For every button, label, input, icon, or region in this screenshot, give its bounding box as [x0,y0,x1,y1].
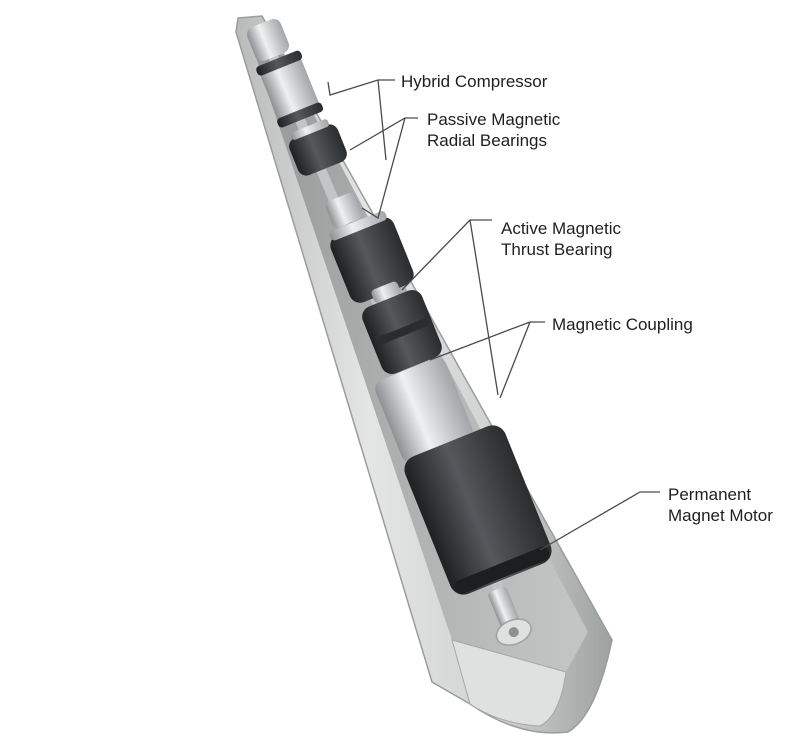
passive-bearing-upper [289,119,347,176]
label-permanent-magnet-motor: Permanent Magnet Motor [668,484,773,526]
leader-thrust-bearing-branch [469,219,499,396]
leader-thrust-bearing [401,219,492,291]
label-passive-bearings-line2: Radial Bearings [427,131,548,150]
label-motor-line1: Permanent [668,485,752,504]
silver-housing-section [375,357,473,463]
label-magnetic-coupling: Magnetic Coupling [552,314,693,335]
label-passive-bearings-line1: Passive Magnetic [427,110,561,129]
passive-bearing-lower [325,192,363,228]
label-hybrid-compressor-line1: Hybrid Compressor [401,72,548,91]
magnetic-coupling [362,281,442,375]
leader-lines [327,79,660,551]
top-cap [246,18,290,62]
leader-motor [539,491,660,551]
label-passive-magnetic-radial-bearings: Passive Magnetic Radial Bearings [427,109,560,151]
hybrid-compressor-stage [256,50,324,128]
permanent-magnet-motor [404,425,552,595]
motor-end-shaft [488,586,532,646]
leader-passive-bearings-branch [361,117,406,220]
label-motor-line2: Magnet Motor [668,506,773,525]
label-magnetic-coupling-line1: Magnetic Coupling [552,315,693,334]
leader-hybrid-compressor-branch [377,79,387,161]
label-thrust-bearing-line1: Active Magnetic [501,219,621,238]
thrust-bearing [329,211,414,303]
leader-hybrid-compressor [327,79,395,96]
label-thrust-bearing-line2: Thrust Bearing [501,240,613,259]
leader-magnetic-coupling-branch [499,321,531,399]
label-hybrid-compressor: Hybrid Compressor [401,71,547,92]
label-active-magnetic-thrust-bearing: Active Magnetic Thrust Bearing [501,218,621,260]
housing-tip [451,639,567,727]
